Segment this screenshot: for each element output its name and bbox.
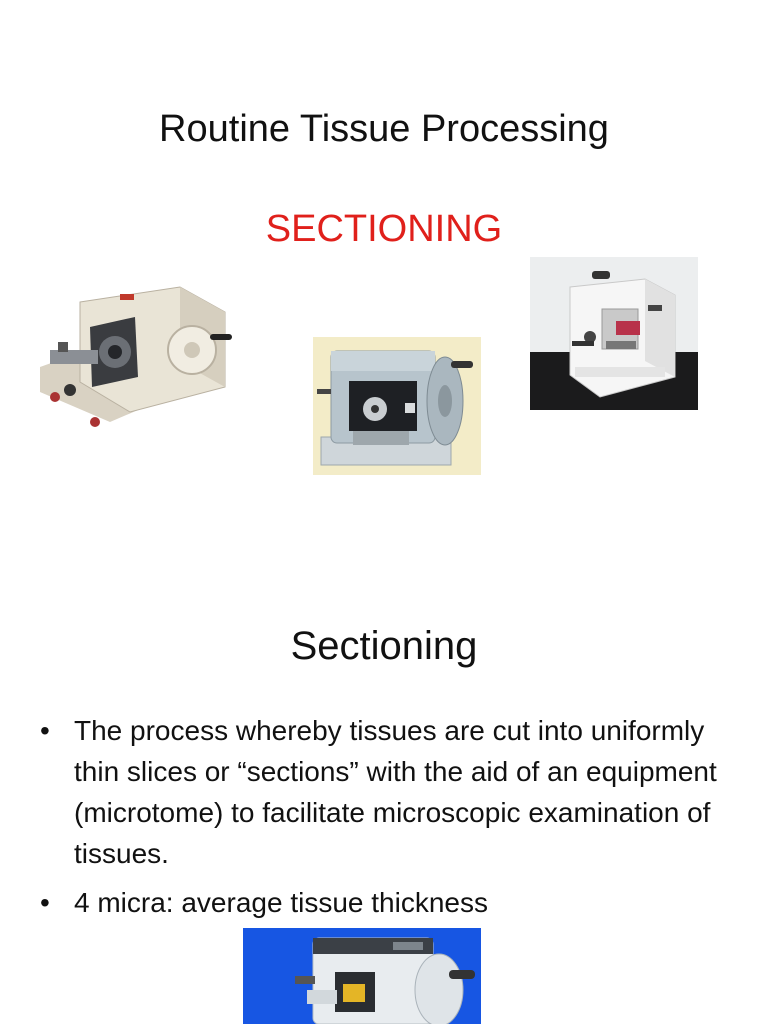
microtome-image-2 [313, 337, 481, 475]
microtome-image-4 [243, 928, 481, 1024]
bullet-text: 4 micra: average tissue thickness [74, 887, 488, 918]
slide-title: Routine Tissue Processing [159, 108, 609, 150]
microtome-image-1 [30, 272, 250, 437]
slide-subtitle: SECTIONING [265, 208, 503, 250]
slide-title-2: Sectioning [290, 624, 478, 668]
slide-2: Sectioning • The process whereby tissues… [0, 560, 768, 1024]
bullet-list: • The process whereby tissues are cut in… [40, 710, 740, 931]
bullet-text: The process whereby tissues are cut into… [74, 715, 717, 869]
bullet-marker: • [40, 715, 50, 746]
bullet-marker: • [40, 887, 50, 918]
microtome-image-3 [530, 257, 698, 410]
bullet-item: • The process whereby tissues are cut in… [40, 710, 740, 874]
bullet-item: • 4 micra: average tissue thickness [40, 882, 740, 923]
slide-1: Routine Tissue Processing SECTIONING [30, 108, 698, 475]
